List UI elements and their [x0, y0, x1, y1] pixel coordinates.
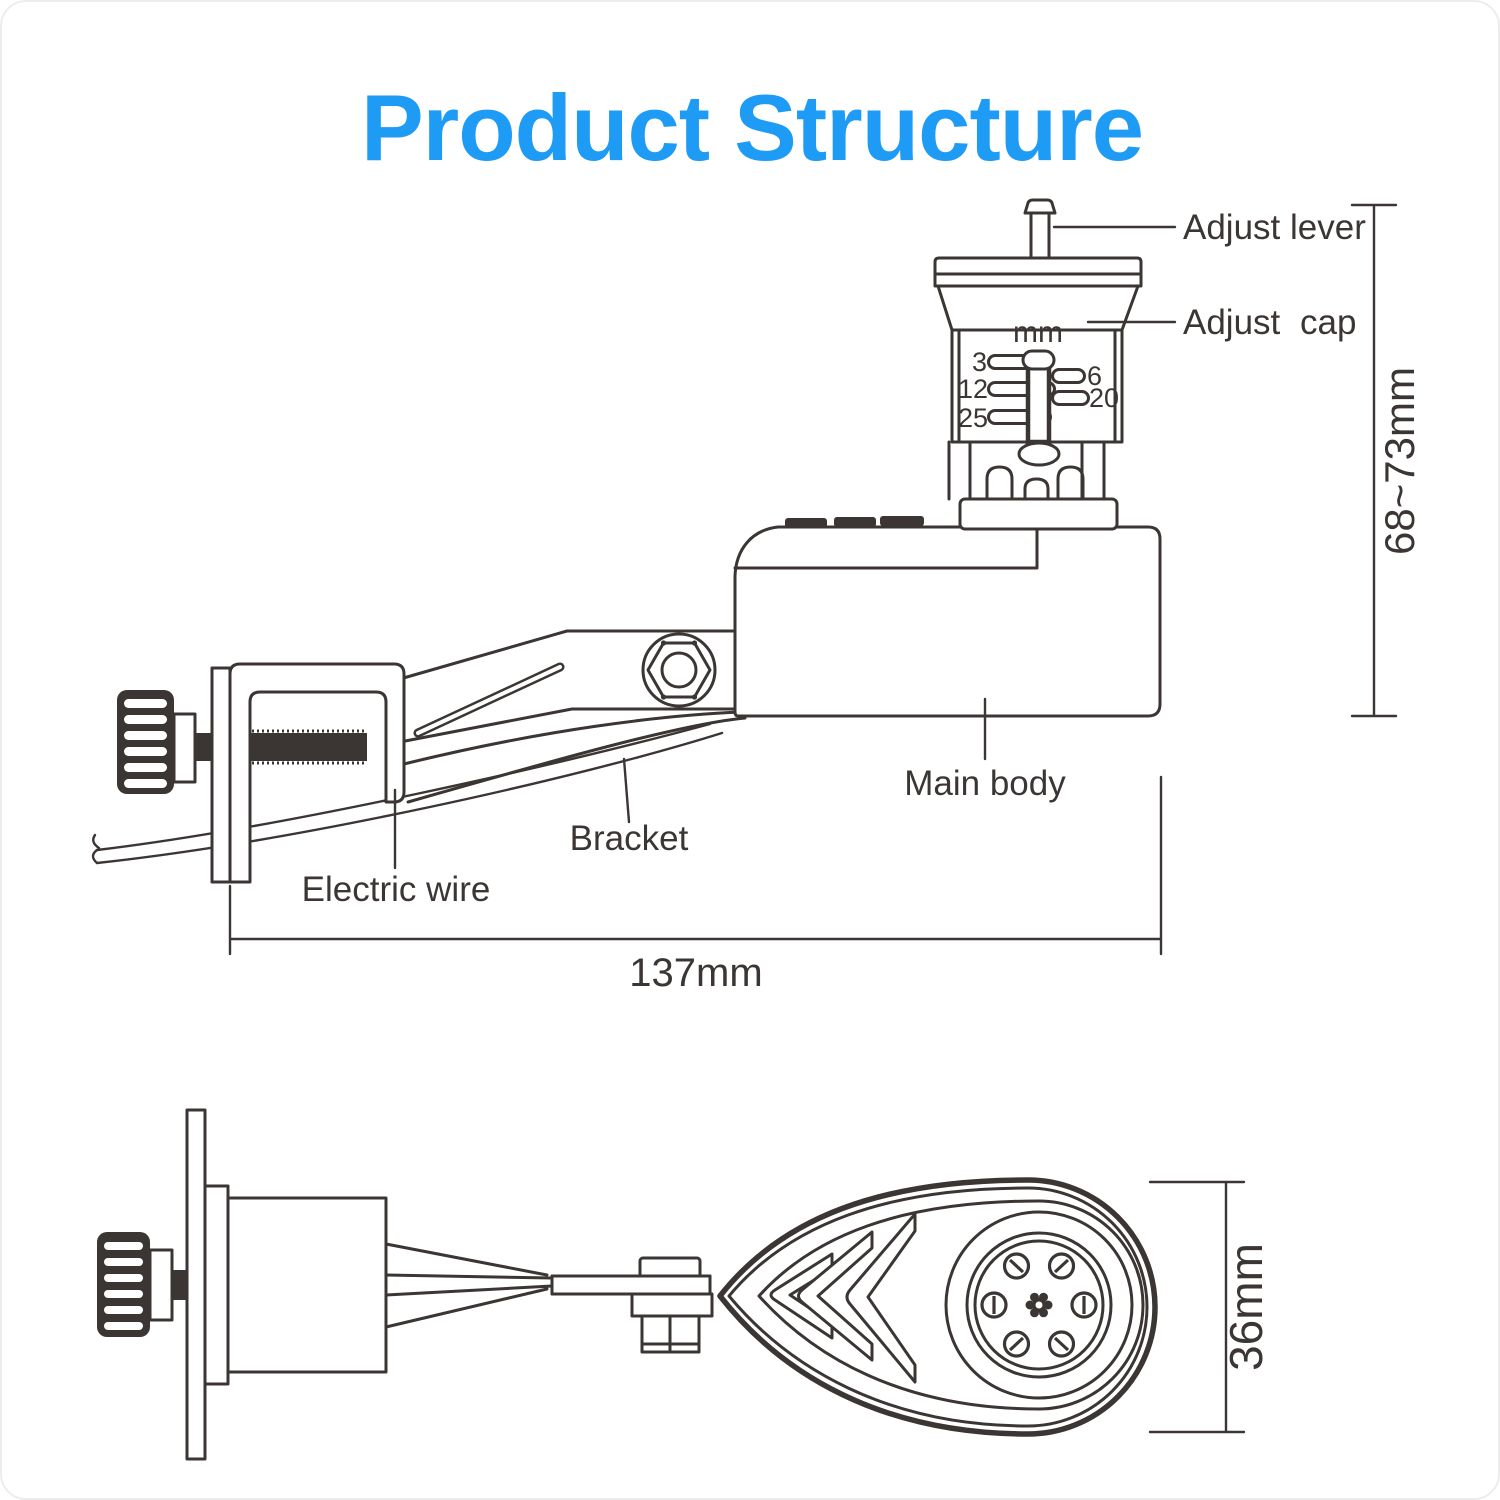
top-body-flange [203, 1184, 230, 1386]
body-button [785, 518, 827, 528]
body-button [834, 517, 876, 527]
page-title: Product Structure [361, 75, 1143, 180]
label-electric-wire: Electric wire [302, 870, 491, 909]
clamp-plate [210, 666, 232, 884]
body-button [880, 516, 924, 526]
dial-mark-12: 12 [958, 374, 988, 404]
label-adjust-cap: Adjust cap [1183, 303, 1356, 342]
teardrop-head [717, 1177, 1158, 1437]
screw-heads [980, 1252, 1098, 1358]
dimension-length-value: 137mm [629, 951, 762, 995]
dimension-height-value: 68~73mm [1376, 367, 1423, 555]
adjust-lever-drawing [1023, 198, 1057, 262]
dial-mark-6: 6 [1087, 361, 1102, 391]
dimension-head-width: 36mm [1148, 1180, 1272, 1434]
dimension-length: 137mm [228, 775, 1163, 995]
top-clamp-plate [185, 1108, 207, 1461]
dial-mark-3: 3 [972, 347, 987, 377]
top-view-drawing: 36mm [97, 1108, 1272, 1461]
label-bracket: Bracket [570, 819, 689, 858]
c-bracket [228, 662, 406, 884]
main-body-drawing [733, 516, 1162, 718]
adjust-cap-drawing: mm 3 12 25 6 20 [950, 316, 1124, 467]
side-view-drawing: mm 3 12 25 6 20 Adjust lever Adjust cap … [91, 198, 1423, 995]
dial-mark-20: 20 [1089, 383, 1119, 413]
cap-base-plate [958, 497, 1119, 531]
top-screw-tip [172, 1270, 187, 1300]
cap-neck [947, 440, 1119, 531]
bracket-leaf [402, 710, 747, 804]
top-body-block [226, 1196, 388, 1374]
dial-mark-25: 25 [958, 403, 988, 433]
dial-unit-label: mm [1013, 316, 1063, 349]
dial-slider [1021, 349, 1056, 445]
slider-foot [1017, 441, 1061, 467]
center-gear [1025, 1292, 1053, 1318]
top-hinge-block [550, 1256, 714, 1354]
cap-flange [933, 256, 1143, 332]
clamp-knob [117, 690, 197, 794]
top-clamp-knob [97, 1232, 174, 1337]
label-adjust-lever: Adjust lever [1183, 208, 1366, 247]
grip-chevrons [769, 1212, 917, 1384]
label-main-body: Main body [904, 764, 1066, 803]
dimension-height: 68~73mm [1350, 203, 1423, 718]
electric-wire-drawing [91, 722, 724, 865]
pivot-nut [641, 632, 717, 708]
leader-bracket [622, 757, 631, 824]
dimension-head-width-value: 36mm [1220, 1243, 1272, 1371]
